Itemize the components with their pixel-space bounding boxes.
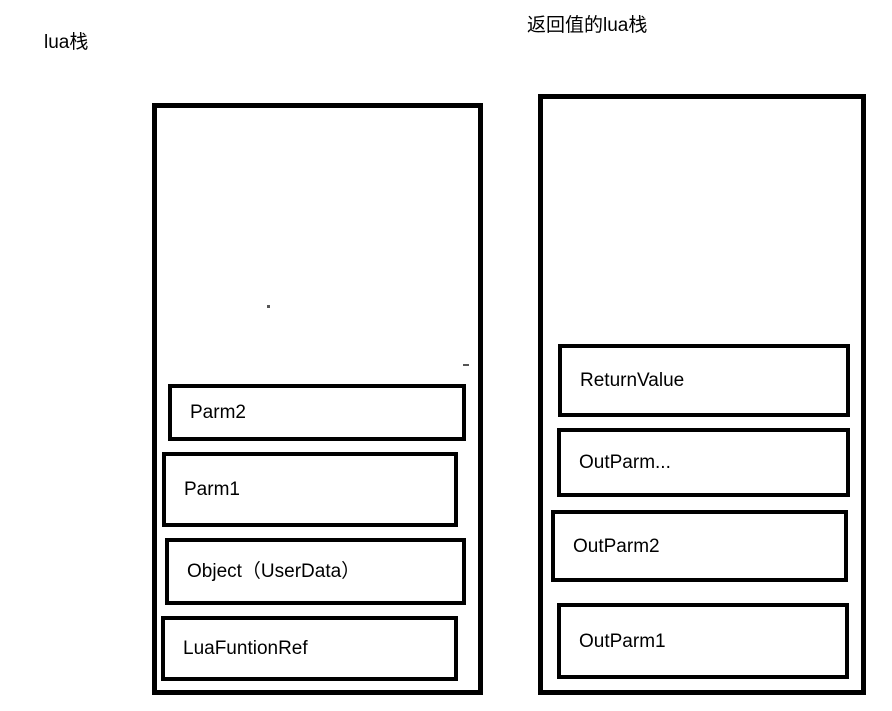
right-stack-cell-returnvalue: ReturnValue — [558, 344, 850, 417]
left-stack-cell-parm1-label: Parm1 — [184, 479, 240, 500]
left-stack-cell-object-userdata: Object（UserData） — [165, 538, 466, 605]
left-stack-title: lua栈 — [44, 32, 89, 53]
right-stack-cell-outparm-ellipsis: OutParm... — [557, 428, 850, 497]
left-stack-cell-luafuntionref-label: LuaFuntionRef — [183, 638, 308, 659]
right-stack-cell-outparm1-label: OutParm1 — [579, 630, 666, 652]
right-stack-title: 返回值的lua栈 — [527, 15, 648, 36]
scan-artifact-dash — [463, 364, 469, 366]
right-stack-cell-outparm2-label: OutParm2 — [573, 535, 660, 557]
left-stack-cell-parm2: Parm2 — [168, 384, 466, 441]
right-stack-cell-returnvalue-label: ReturnValue — [580, 370, 685, 391]
scan-artifact-dot — [267, 305, 270, 308]
right-stack-cell-outparm1: OutParm1 — [557, 603, 849, 679]
left-stack-cell-parm2-label: Parm2 — [190, 402, 246, 423]
left-stack-cell-parm1: Parm1 — [162, 452, 458, 527]
right-stack-cell-outparm2: OutParm2 — [551, 510, 848, 582]
left-stack-cell-object-userdata-label: Object（UserData） — [187, 561, 361, 582]
right-stack-cell-outparm-ellipsis-label: OutParm... — [579, 452, 671, 473]
left-stack-cell-luafuntionref: LuaFuntionRef — [161, 616, 458, 681]
